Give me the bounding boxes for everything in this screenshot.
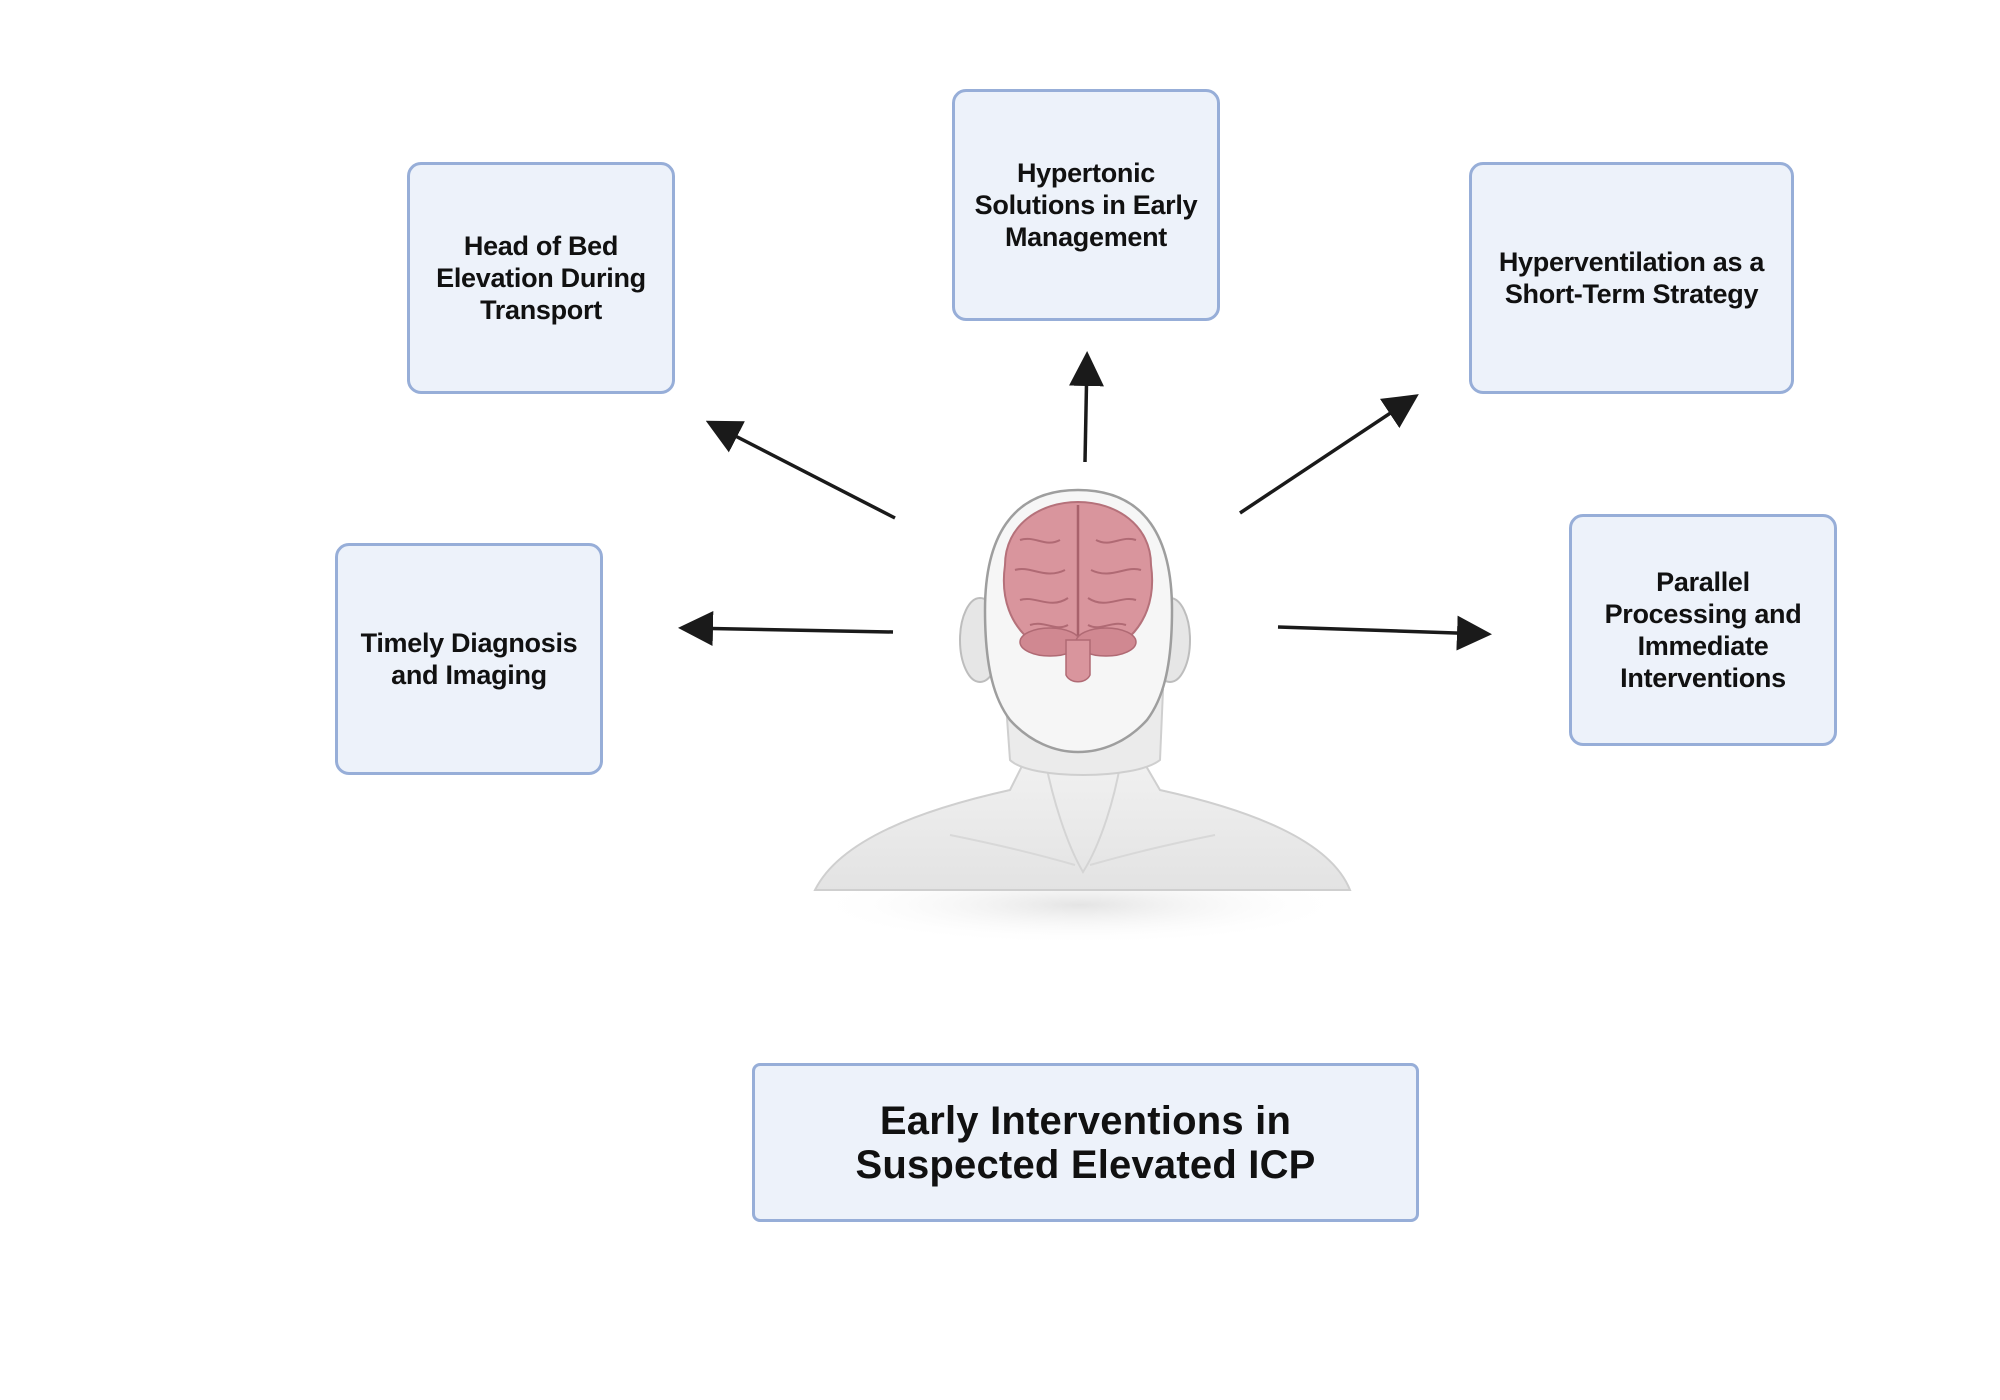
arrow-to-timely-diagnosis: [678, 611, 894, 647]
diagram-title-text: Early Interventions in Suspected Elevate…: [855, 1098, 1316, 1187]
arrow-to-hyperventilation: [1239, 394, 1419, 515]
arrows: [678, 351, 1492, 651]
node-hypertonic: Hypertonic Solutions in Early Management: [952, 89, 1220, 321]
arrow-to-parallel-processing: [1277, 615, 1492, 651]
node-timely-diagnosis: Timely Diagnosis and Imaging: [335, 543, 603, 775]
node-parallel-processing: Parallel Processing and Immediate Interv…: [1569, 514, 1837, 746]
node-parallel-processing-label: Parallel Processing and Immediate Interv…: [1604, 567, 1802, 693]
diagram-title: Early Interventions in Suspected Elevate…: [752, 1063, 1419, 1222]
node-timely-diagnosis-label: Timely Diagnosis and Imaging: [360, 628, 578, 690]
node-hyperventilation-label: Hyperventilation as a Short-Term Strateg…: [1498, 247, 1765, 309]
node-hyperventilation: Hyperventilation as a Short-Term Strateg…: [1469, 162, 1794, 394]
node-head-of-bed: Head of Bed Elevation During Transport: [407, 162, 675, 394]
brain-icon: [1002, 500, 1154, 683]
human-head-illustration: [810, 488, 1352, 945]
arrow-to-head-of-bed: [705, 420, 896, 520]
node-hypertonic-label: Hypertonic Solutions in Early Management: [974, 158, 1198, 252]
node-head-of-bed-label: Head of Bed Elevation During Transport: [436, 231, 646, 325]
arrow-to-hypertonic: [1068, 351, 1104, 463]
